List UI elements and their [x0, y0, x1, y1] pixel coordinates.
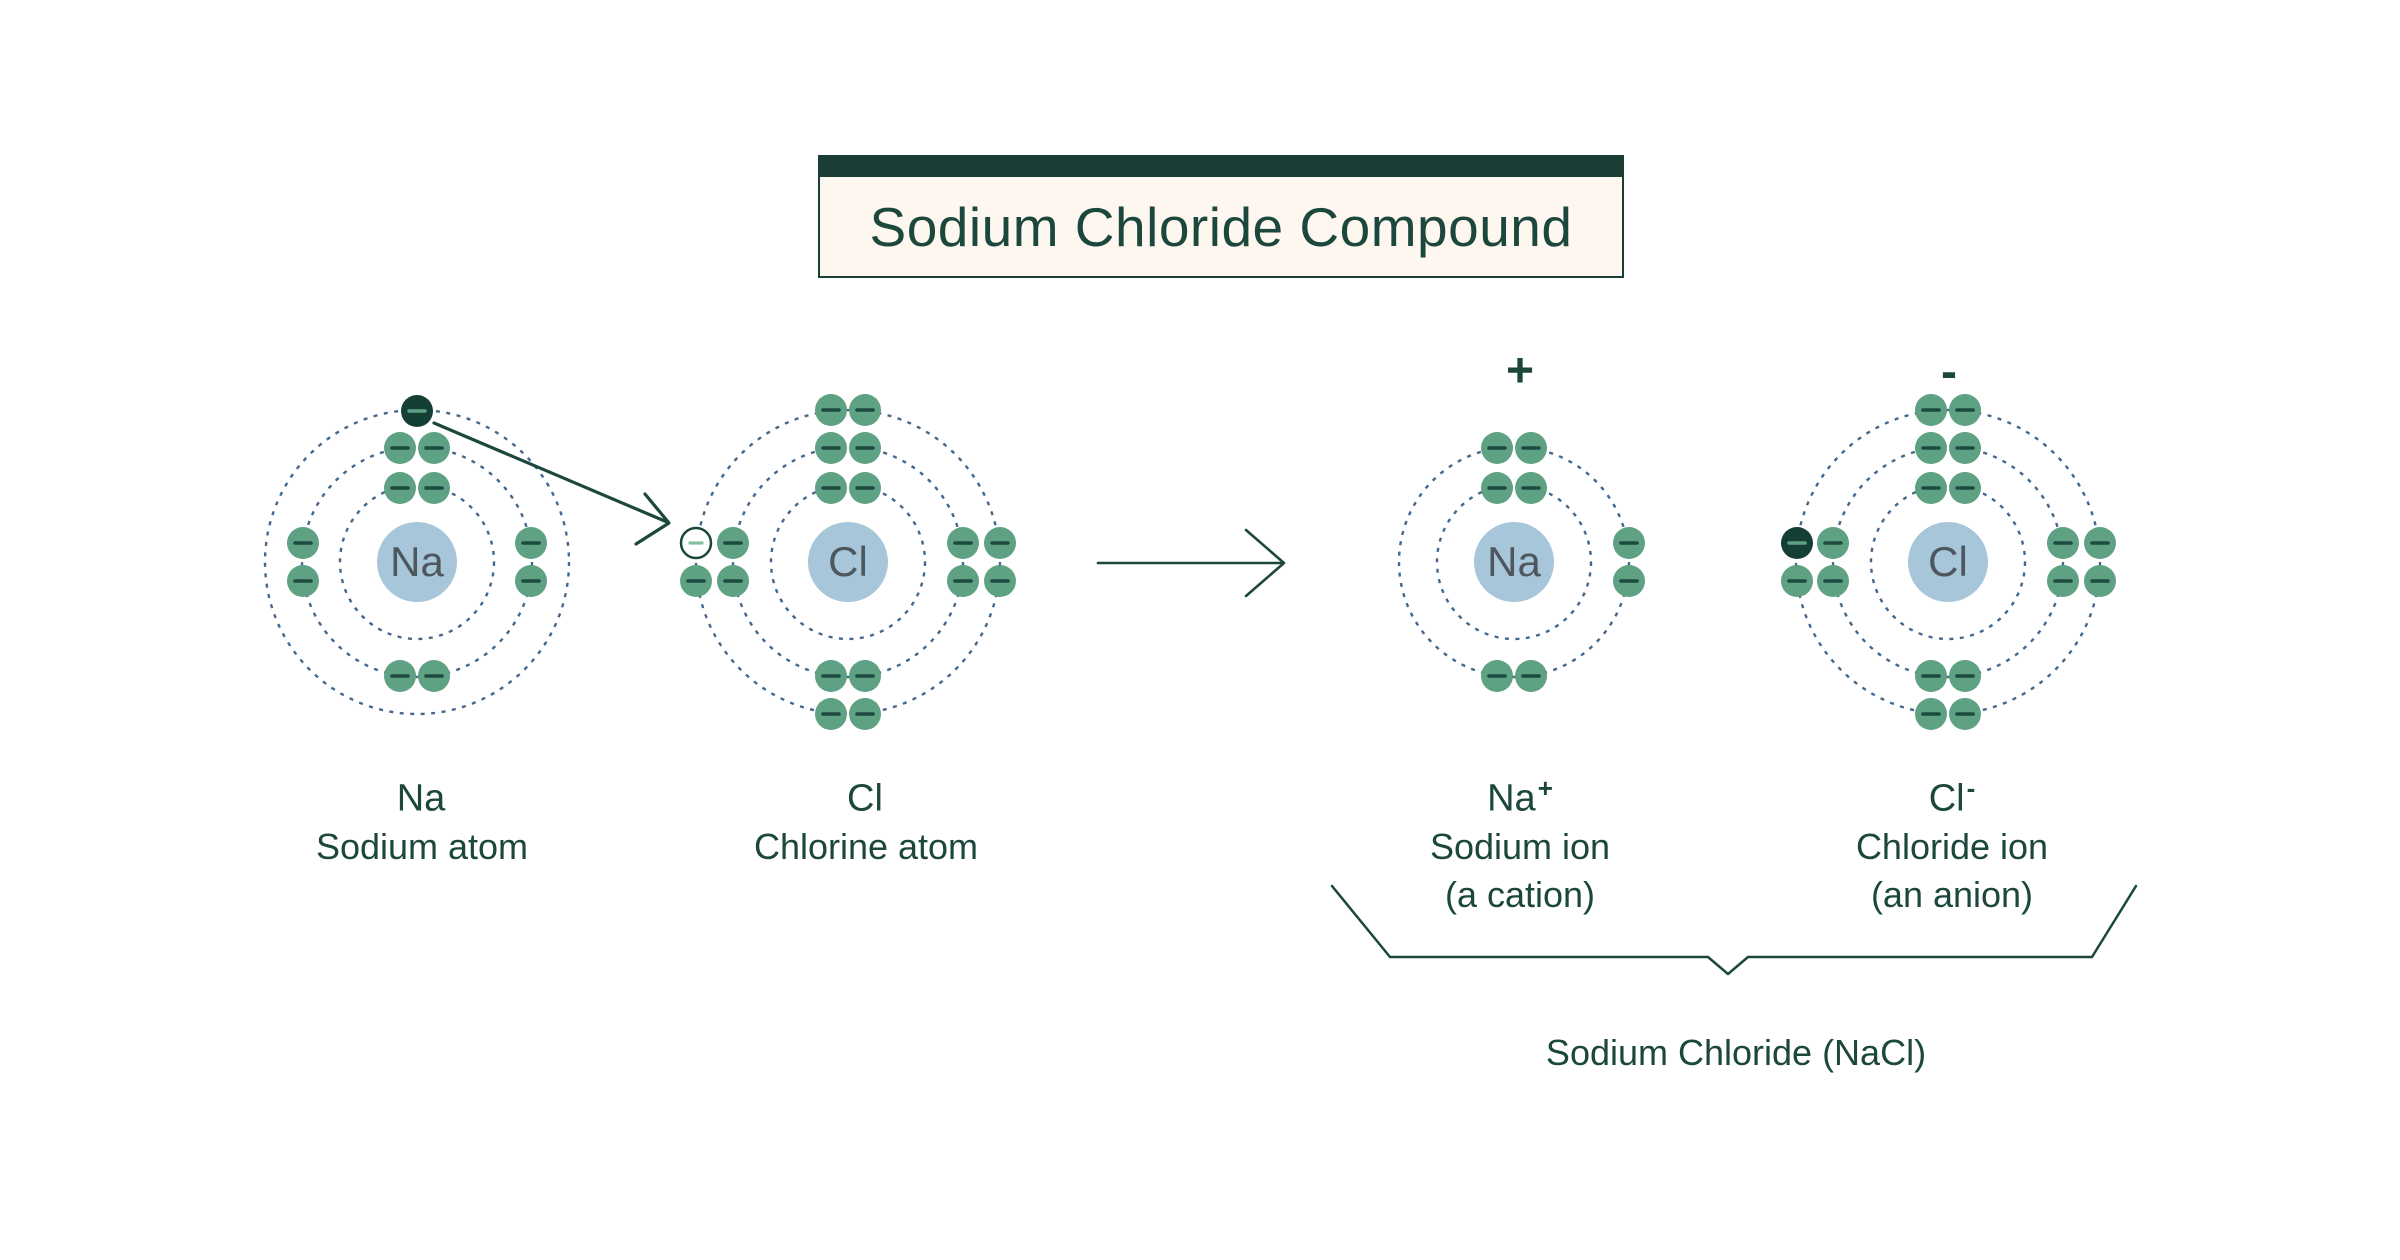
- orbit-ring: [694, 408, 1002, 716]
- nucleus: [377, 522, 457, 602]
- orbit-ring: [1435, 483, 1593, 641]
- orbit-ring: [1794, 408, 2102, 716]
- orbit-ring: [300, 445, 534, 679]
- na-atom-nucleus-symbol: Na: [390, 538, 444, 585]
- orbit-ring: [769, 483, 927, 641]
- page-title: Sodium Chloride Compound: [869, 195, 1573, 258]
- cl-ion-label-charge: -: [1966, 773, 1976, 803]
- positive-charge-sign: +: [1505, 344, 1535, 398]
- reaction-arrow: [1096, 528, 1286, 598]
- bohr-models-layer: [263, 394, 2116, 730]
- nacl-caption: Sodium Chloride (NaCl): [1545, 1032, 1927, 1073]
- na-atom-label-symbol: Na: [396, 777, 446, 820]
- orbit-ring: [338, 483, 496, 641]
- na-ion-label-charge: +: [1537, 773, 1553, 803]
- cl-ion-label-note: (an anion): [1870, 873, 2034, 915]
- cl-atom-label-symbol: Cl: [847, 777, 883, 820]
- na-ion-label-note: (a cation): [1444, 873, 1596, 915]
- cl-atom-label: Cl Chlorine atom: [754, 764, 978, 871]
- cl-ion-nucleus-symbol: Cl: [1928, 538, 1968, 585]
- na-atom-label: Na Sodium atom: [316, 764, 528, 871]
- cl-ion-label-symbol: Cl: [1928, 777, 1965, 820]
- orbit-ring: [1397, 445, 1631, 679]
- cl-atom-diagram: [679, 394, 1016, 730]
- na-ion-label-symbol: Na: [1487, 777, 1536, 820]
- orbit-ring: [1831, 445, 2065, 679]
- title-box-header-bar: [820, 157, 1622, 177]
- na-atom-label-name: Sodium atom: [315, 825, 529, 867]
- na-ion-label: Na+ Sodium ion (a cation): [1430, 764, 1610, 919]
- nucleus: [1474, 522, 1554, 602]
- cl-atom-label-name: Chlorine atom: [753, 825, 979, 867]
- na-ion-label-name: Sodium ion: [1429, 825, 1611, 867]
- cl-ion-diagram: [1781, 394, 2116, 730]
- na-ion-diagram: [1397, 432, 1645, 692]
- nacl-brace: [1330, 884, 2138, 976]
- na-atom-diagram: [263, 395, 571, 716]
- nucleus: [1908, 522, 1988, 602]
- nucleus: [808, 522, 888, 602]
- title-box: Sodium Chloride Compound: [818, 155, 1624, 278]
- orbit-ring: [1869, 483, 2027, 641]
- orbit-ring: [731, 445, 965, 679]
- na-ion-nucleus-symbol: Na: [1487, 538, 1541, 585]
- electron-transfer-arrow: [432, 421, 671, 546]
- cl-ion-label-name: Chloride ion: [1855, 825, 2049, 867]
- cl-atom-nucleus-symbol: Cl: [828, 538, 868, 585]
- negative-charge-sign: -: [1941, 345, 1957, 399]
- cl-ion-label: Cl- Chloride ion (an anion): [1856, 764, 2048, 919]
